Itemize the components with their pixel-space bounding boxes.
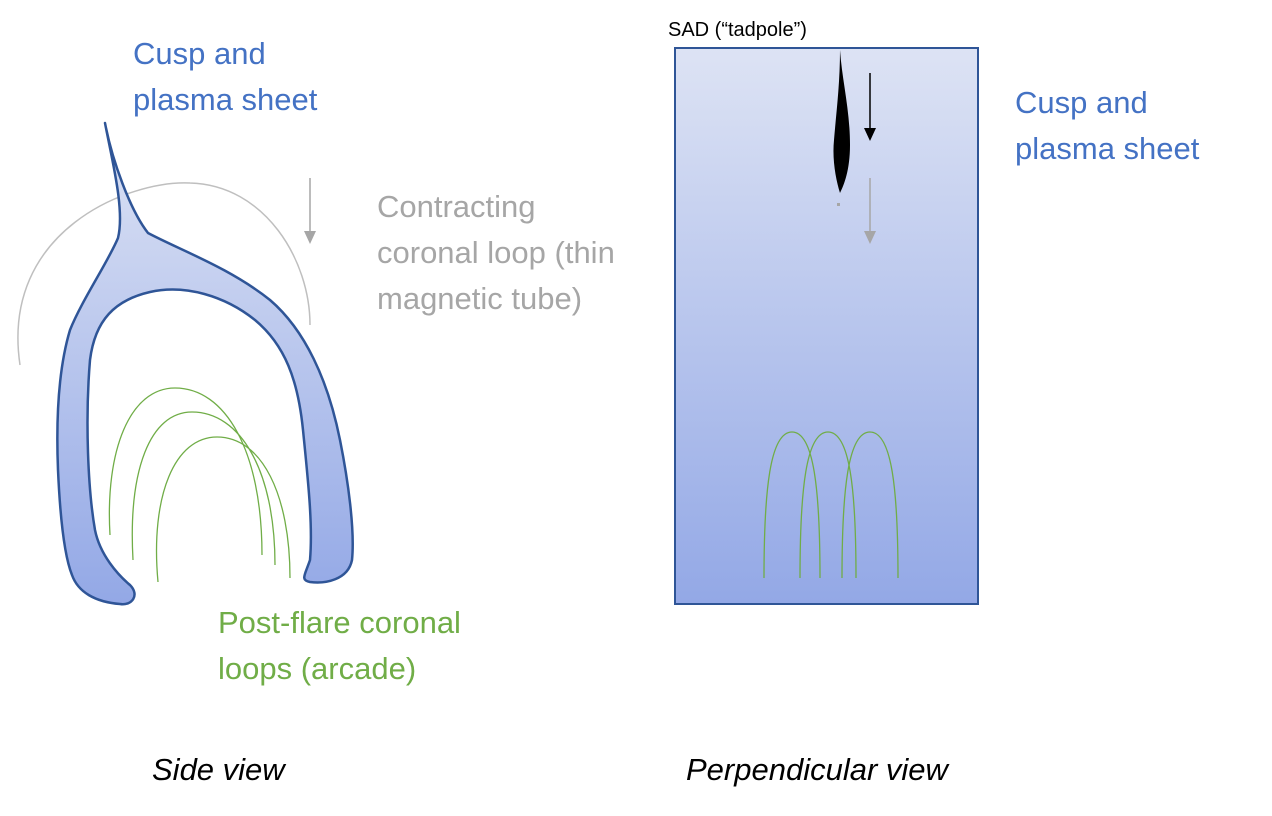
contracting-arrow-icon <box>304 178 316 244</box>
side-view-caption: Side view <box>152 752 285 787</box>
arcade-loop <box>155 436 291 583</box>
contracting-loop-arc <box>17 182 311 366</box>
cusp-plasma-sheet-label-side: Cusp and plasma sheet <box>133 31 317 123</box>
sad-tadpole-shape <box>833 50 850 193</box>
sad-motion-arrow-icon <box>864 73 876 141</box>
arcade-loop <box>763 431 821 579</box>
label-line: Contracting <box>377 189 536 224</box>
cusp-plasma-sheet-label-perpendicular: Cusp and plasma sheet <box>1015 80 1199 172</box>
cusp-plasma-sheet-shape <box>56 121 354 606</box>
label-line: Cusp and <box>1015 85 1148 120</box>
arcade-loop <box>131 411 276 566</box>
label-line: plasma sheet <box>1015 131 1200 166</box>
label-line: Cusp and <box>133 36 266 71</box>
postflare-arcade-perpendicular <box>763 431 899 579</box>
postflare-loops-label: Post-flare coronal loops (arcade) <box>218 600 461 692</box>
arcade-loop <box>841 431 899 579</box>
label-line: loops (arcade) <box>218 651 417 686</box>
postflare-arcade-side <box>108 387 291 583</box>
sad-label: SAD (“tadpole”) <box>668 19 807 41</box>
label-line: coronal loop (thin <box>377 235 615 270</box>
sad-trail-dot <box>837 203 840 206</box>
perpendicular-view-caption: Perpendicular view <box>686 752 948 787</box>
contracting-loop-label: Contracting coronal loop (thin magnetic … <box>377 184 615 322</box>
arcade-loop <box>799 431 857 579</box>
label-line: magnetic tube) <box>377 281 583 316</box>
perpendicular-sheet-panel <box>674 47 979 605</box>
label-line: Post-flare coronal <box>218 605 461 640</box>
arcade-loop <box>108 387 263 556</box>
gray-motion-arrow-icon <box>864 178 876 244</box>
label-line: plasma sheet <box>133 82 318 117</box>
